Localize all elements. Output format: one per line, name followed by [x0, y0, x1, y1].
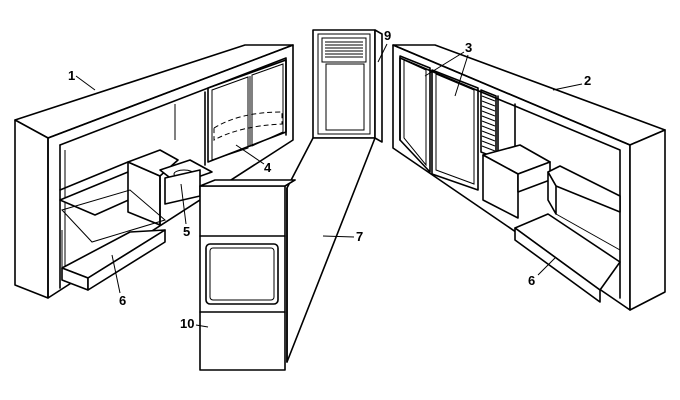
- vent-grille: [325, 41, 363, 58]
- leader-6-right: [537, 257, 556, 276]
- left-wall-unit: [14, 44, 294, 299]
- leader-5: [180, 183, 187, 225]
- label-1: 1: [68, 68, 75, 83]
- leader-9: [377, 43, 388, 63]
- leader-6-left: [111, 254, 121, 294]
- left-window: [207, 59, 287, 163]
- fold-down-bed-left: [61, 189, 167, 291]
- partition-panel: [286, 137, 376, 363]
- sliding-doors: [399, 55, 479, 191]
- label-10: 10: [180, 316, 194, 331]
- front-cabinet: [199, 179, 296, 371]
- leader-7: [322, 235, 355, 238]
- label-7: 7: [356, 229, 363, 244]
- leader-10: [195, 324, 209, 328]
- label-9: 9: [384, 28, 391, 43]
- label-6-right: 6: [528, 273, 535, 288]
- label-3: 3: [465, 40, 472, 55]
- label-6-left: 6: [119, 293, 126, 308]
- louvered-panel: [480, 89, 497, 159]
- right-wall-unit: [392, 44, 666, 311]
- leader-4: [235, 144, 265, 165]
- fold-down-bed-right: [514, 213, 621, 303]
- label-2: 2: [584, 73, 591, 88]
- leader-3b: [454, 54, 469, 97]
- reference-labels: 1 2 3 4 5 6 6 7 9 10: [68, 28, 591, 331]
- label-5: 5: [183, 224, 190, 239]
- leader-3a: [424, 51, 465, 77]
- dashed-outline: [213, 111, 283, 141]
- leader-2: [552, 83, 583, 91]
- label-4: 4: [264, 160, 272, 175]
- leader-1: [75, 75, 96, 91]
- center-tall-unit: [312, 29, 383, 143]
